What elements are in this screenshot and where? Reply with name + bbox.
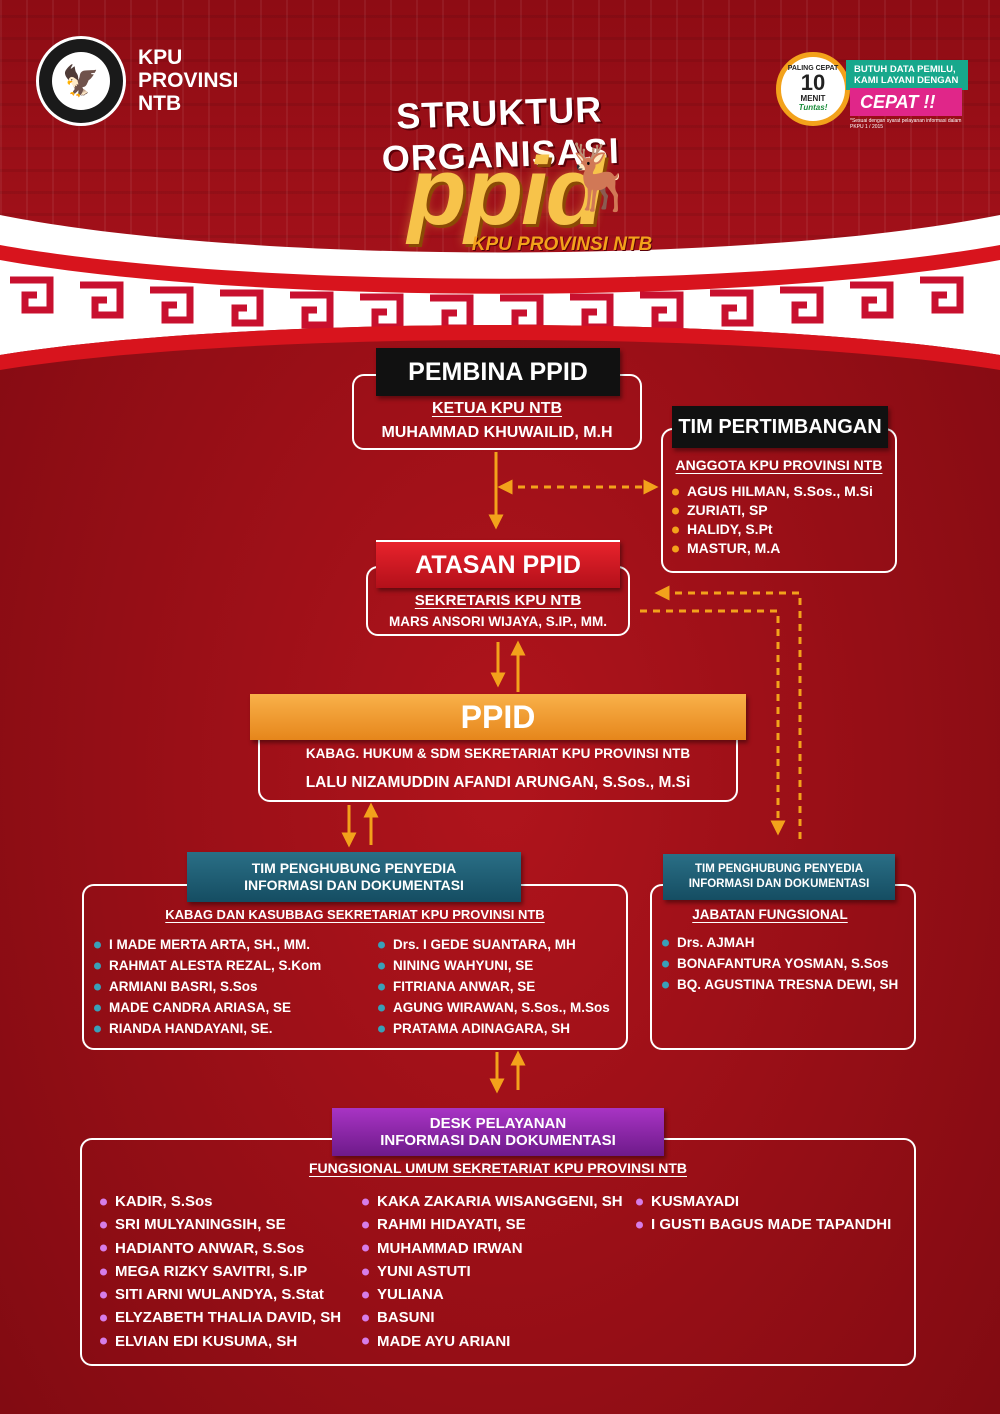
desk-col-2: KAKA ZAKARIA WISANGGENI, SH RAHMI HIDAYA… bbox=[362, 1190, 623, 1353]
list-item: BQ. AGUSTINA TRESNA DEWI, SH bbox=[662, 974, 898, 995]
list-item: I MADE MERTA ARTA, SH., MM. bbox=[94, 934, 321, 955]
pembina-role: KETUA KPU NTB bbox=[431, 400, 563, 417]
list-item: KUSMAYADI bbox=[636, 1190, 891, 1213]
list-item: MADE CANDRA ARIASA, SE bbox=[94, 997, 321, 1018]
list-item: YUNI ASTUTI bbox=[362, 1260, 623, 1283]
pembina-name: MUHAMMAD KHUWAILID, M.H bbox=[381, 424, 613, 441]
kpu-logo-text: KPU PROVINSI NTB bbox=[138, 46, 238, 115]
list-item: Drs. I GEDE SUANTARA, MH bbox=[378, 934, 610, 955]
penghubung-right-label-line-2: INFORMASI DAN DOKUMENTASI bbox=[688, 878, 870, 890]
list-item: RAHMAT ALESTA REZAL, S.Kom bbox=[94, 955, 321, 976]
list-item: HALIDY, S.Pt bbox=[672, 520, 873, 539]
badge-top: PALING CEPAT bbox=[787, 65, 839, 72]
penghubung-right-role: JABATAN FUNGSIONAL bbox=[692, 907, 848, 922]
list-item: PRATAMA ADINAGARA, SH bbox=[378, 1018, 610, 1039]
penghubung-left-label-line-2: INFORMASI DAN DOKUMENTASI bbox=[244, 877, 464, 893]
logo-line-3: NTB bbox=[138, 92, 182, 115]
penghubung-left-label-line-1: TIM PENGHUBUNG PENYEDIA bbox=[251, 860, 457, 876]
list-item: RAHMI HIDAYATI, SE bbox=[362, 1213, 623, 1236]
list-item: RIANDA HANDAYANI, SE. bbox=[94, 1018, 321, 1039]
list-item: ARMIANI BASRI, S.Sos bbox=[94, 976, 321, 997]
badge-tail: Tuntas! bbox=[798, 103, 828, 112]
penghubung-right-list: Drs. AJMAH BONAFANTURA YOSMAN, S.Sos BQ.… bbox=[662, 932, 898, 995]
badge-number: 10 bbox=[800, 70, 826, 95]
penghubung-left-col-2: Drs. I GEDE SUANTARA, MH NINING WAHYUNI,… bbox=[378, 934, 610, 1039]
list-item: BONAFANTURA YOSMAN, S.Sos bbox=[662, 953, 898, 974]
list-item: ELYZABETH THALIA DAVID, SH bbox=[100, 1306, 341, 1329]
badge-cta: CEPAT !! bbox=[850, 88, 962, 116]
desk-label: DESK PELAYANAN INFORMASI DAN DOKUMENTASI bbox=[332, 1108, 664, 1156]
list-item: KAKA ZAKARIA WISANGGENI, SH bbox=[362, 1190, 623, 1213]
atasan-label: ATASAN PPID bbox=[376, 540, 620, 588]
badge-note: *Sesuai dengan syarat pelayanan informas… bbox=[850, 118, 962, 130]
atasan-name: MARS ANSORI WIJAYA, S.IP., MM. bbox=[388, 614, 608, 629]
penghubung-right-label: TIM PENGHUBUNG PENYEDIA INFORMASI DAN DO… bbox=[663, 854, 895, 900]
list-item: HADIANTO ANWAR, S.Sos bbox=[100, 1237, 341, 1260]
desk-col-3: KUSMAYADI I GUSTI BAGUS MADE TAPANDHI bbox=[636, 1190, 891, 1237]
ppid-logo-subtitle: KPU PROVINSI NTB bbox=[471, 234, 653, 255]
badge-line-2: KAMI LAYANI DENGAN bbox=[854, 75, 959, 86]
list-item: YULIANA bbox=[362, 1283, 623, 1306]
service-badge: PALING CEPAT 10 MENIT Tuntas! BUTUH DATA… bbox=[776, 46, 971, 132]
list-item: NINING WAHYUNI, SE bbox=[378, 955, 610, 976]
badge-line-1: BUTUH DATA PEMILU, bbox=[854, 64, 956, 75]
list-item: MADE AYU ARIANI bbox=[362, 1330, 623, 1353]
tim-pertimbangan-label: TIM PERTIMBANGAN bbox=[672, 406, 888, 448]
list-item: MUHAMMAD IRWAN bbox=[362, 1237, 623, 1260]
ppid-logo: ppid bbox=[407, 138, 605, 245]
penghubung-left-role: KABAG DAN KASUBBAG SEKRETARIAT KPU PROVI… bbox=[165, 907, 545, 922]
list-item: FITRIANA ANWAR, SE bbox=[378, 976, 610, 997]
logo-line-2: PROVINSI bbox=[138, 69, 239, 92]
desk-label-line-2: INFORMASI DAN DOKUMENTASI bbox=[380, 1132, 616, 1149]
list-item: BASUNI bbox=[362, 1306, 623, 1329]
list-item: AGUNG WIRAWAN, S.Sos., M.Sos bbox=[378, 997, 610, 1018]
list-item: AGUS HILMAN, S.Sos., M.Si bbox=[672, 482, 873, 501]
dashed-atasan-to-right bbox=[654, 585, 802, 840]
ppid-label: PPID bbox=[250, 694, 746, 740]
logo-line-1: KPU bbox=[138, 46, 183, 69]
tim-pertimbangan-role: ANGGOTA KPU PROVINSI NTB bbox=[675, 457, 883, 473]
list-item: ZURIATI, SP bbox=[672, 501, 873, 520]
pembina-label: PEMBINA PPID bbox=[376, 348, 620, 396]
tim-pertimbangan-list: AGUS HILMAN, S.Sos., M.Si ZURIATI, SP HA… bbox=[672, 482, 873, 558]
header-wave-ornament bbox=[0, 215, 1000, 370]
garuda-emblem-icon: 🦅 bbox=[52, 52, 110, 110]
list-item: MASTUR, M.A bbox=[672, 539, 873, 558]
badge-message: BUTUH DATA PEMILU, KAMI LAYANI DENGAN bbox=[846, 60, 968, 90]
ppid-name: LALU NIZAMUDDIN AFANDI ARUNGAN, S.Sos., … bbox=[305, 774, 691, 791]
penghubung-right-label-line-1: TIM PENGHUBUNG PENYEDIA bbox=[694, 863, 864, 875]
penghubung-left-col-1: I MADE MERTA ARTA, SH., MM. RAHMAT ALEST… bbox=[94, 934, 321, 1039]
list-item: ELVIAN EDI KUSUMA, SH bbox=[100, 1330, 341, 1353]
list-item: KADIR, S.Sos bbox=[100, 1190, 341, 1213]
penghubung-left-label: TIM PENGHUBUNG PENYEDIA INFORMASI DAN DO… bbox=[187, 852, 521, 902]
header-background bbox=[0, 0, 1000, 260]
desk-label-line-1: DESK PELAYANAN bbox=[429, 1115, 567, 1132]
atasan-role: SEKRETARIS KPU NTB bbox=[414, 592, 582, 609]
kpu-logo: 🦅 bbox=[36, 36, 126, 126]
badge-unit: MENIT bbox=[800, 94, 826, 103]
dashed-atasan-to-right-inner bbox=[640, 609, 786, 836]
list-item: SRI MULYANINGSIH, SE bbox=[100, 1213, 341, 1236]
list-item: MEGA RIZKY SAVITRI, S.IP bbox=[100, 1260, 341, 1283]
list-item: I GUSTI BAGUS MADE TAPANDHI bbox=[636, 1213, 891, 1236]
desk-role: FUNGSIONAL UMUM SEKRETARIAT KPU PROVINSI… bbox=[308, 1160, 687, 1176]
ppid-role: KABAG. HUKUM & SDM SEKRETARIAT KPU PROVI… bbox=[305, 746, 691, 761]
list-item: SITI ARNI WULANDYA, S.Stat bbox=[100, 1283, 341, 1306]
deer-icon: 🦌 bbox=[560, 141, 640, 215]
desk-col-1: KADIR, S.Sos SRI MULYANINGSIH, SE HADIAN… bbox=[100, 1190, 341, 1353]
list-item: Drs. AJMAH bbox=[662, 932, 898, 953]
